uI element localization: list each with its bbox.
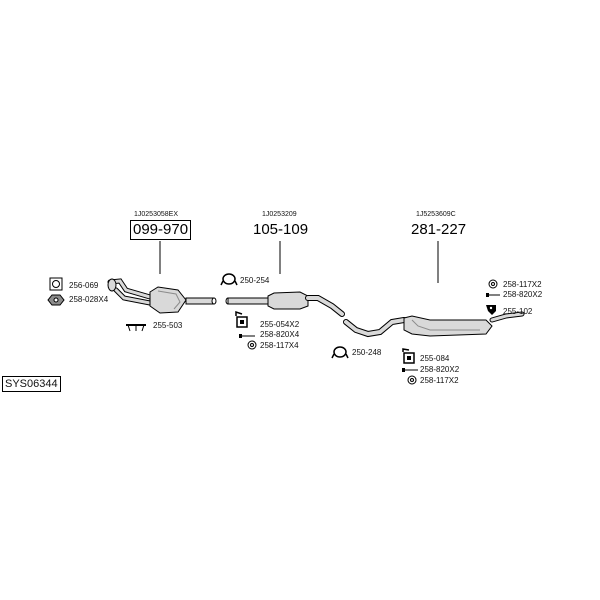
label-256-069[interactable]: 256-069 [69,281,99,290]
bolt-icon-258-820x2-upper[interactable] [486,293,500,297]
label-250-254[interactable]: 250-254 [240,276,270,285]
label-255-084[interactable]: 255-084 [420,354,450,363]
label-258-028x4[interactable]: 258-028X4 [69,295,109,304]
label-258-117x2-upper[interactable]: 258-117X2 [503,280,542,289]
mounting-bracket-icon-255-503[interactable] [126,324,146,332]
oem-number-middle-silencer: 1J0253209 [262,211,297,218]
washer-icon-258-117x4[interactable] [247,340,257,350]
washer-icon-258-117x2-upper[interactable] [488,279,498,289]
rear-pipe-silencer[interactable] [343,311,525,338]
label-258-117x4[interactable]: 258-117X4 [260,341,299,350]
part-number-rear-silencer[interactable]: 281-227 [411,221,467,238]
system-code-label: SYS06344 [2,376,61,392]
middle-pipe-silencer[interactable] [225,291,345,317]
label-255-503[interactable]: 255-503 [153,321,183,330]
label-255-054x2[interactable]: 255-054X2 [260,320,300,329]
clamp-icon-250-254[interactable] [220,273,238,286]
rubber-mount-icon-255-102[interactable] [486,305,496,315]
label-250-248[interactable]: 250-248 [352,348,382,357]
front-pipe-catalyst[interactable] [107,278,217,314]
rubber-mount-icon-255-054x2[interactable] [235,310,248,328]
bolt-icon-258-820x2-lower[interactable] [402,368,418,372]
label-258-820x2-lower[interactable]: 258-820X2 [420,365,460,374]
oem-number-catalyst: 1J0253058EX [134,211,178,218]
clamp-icon-250-248[interactable] [331,346,349,359]
part-number-catalyst[interactable]: 099-970 [130,220,192,240]
label-258-820x4[interactable]: 258-820X4 [260,330,300,339]
gasket-icon-256-069[interactable] [49,277,63,291]
part-number-middle-silencer[interactable]: 105-109 [253,221,309,238]
label-258-117x2-lower[interactable]: 258-117X2 [420,376,459,385]
label-255-102[interactable]: 255-102 [503,307,533,316]
oem-number-rear-silencer: 1J5253609C [416,211,456,218]
bolt-icon-258-820x4[interactable] [239,334,255,338]
washer-icon-258-117x2-lower[interactable] [407,375,417,385]
rubber-mount-icon-255-084[interactable] [402,348,415,364]
label-258-820x2-upper[interactable]: 258-820X2 [503,290,543,299]
